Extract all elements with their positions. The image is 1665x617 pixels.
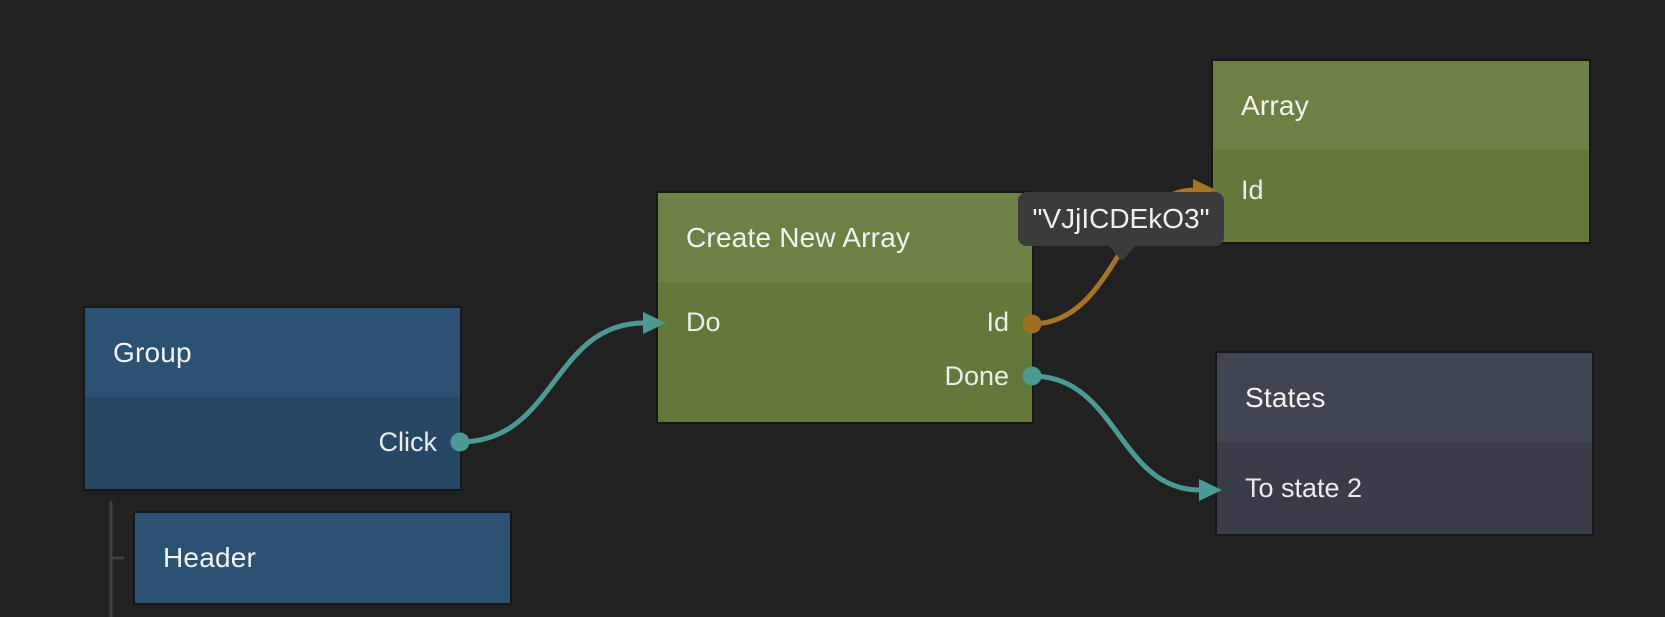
connection-click-to-do[interactable] [459, 320, 645, 445]
arrowhead-do-icon [643, 312, 666, 334]
port-dot-id-icon[interactable] [1022, 314, 1042, 334]
node-create-new-array[interactable]: Create New Array Do Id Done [658, 193, 1032, 422]
port-dot-click-icon[interactable] [450, 432, 470, 452]
node-create-new-array-title: Create New Array [686, 221, 911, 253]
tooltip-pointer-icon [1108, 245, 1136, 261]
port-create-new-array-done-output[interactable]: Done [944, 361, 1009, 391]
port-dot-done-icon[interactable] [1022, 366, 1042, 386]
port-array-id-input[interactable]: Id [1241, 175, 1264, 205]
port-states-to-state-2-input[interactable]: To state 2 [1245, 473, 1363, 503]
node-group-header[interactable]: Group [85, 308, 460, 397]
node-create-new-array-header[interactable]: Create New Array [658, 193, 1032, 282]
arrowhead-to-state-2-icon [1199, 479, 1222, 501]
connection-done-to-state-2[interactable] [1031, 373, 1201, 493]
node-header-header[interactable]: Header [135, 513, 510, 603]
node-states-header[interactable]: States [1217, 353, 1592, 442]
port-group-click-output[interactable]: Click [378, 427, 438, 457]
port-create-new-array-do-input[interactable]: Do [686, 307, 721, 337]
node-group-title: Group [113, 336, 192, 368]
node-array-header[interactable]: Array [1213, 61, 1589, 150]
connection-value-tooltip: "VJjICDEkO3" [1018, 192, 1224, 246]
node-header[interactable]: Header [135, 513, 510, 603]
node-array-title: Array [1241, 89, 1309, 121]
node-group[interactable]: Group Click [85, 308, 460, 489]
port-create-new-array-id-output[interactable]: Id [986, 307, 1009, 337]
node-header-title: Header [163, 542, 257, 573]
node-states-title: States [1245, 381, 1326, 413]
node-states[interactable]: States To state 2 [1217, 353, 1592, 534]
node-array[interactable]: Array Id [1213, 61, 1589, 242]
